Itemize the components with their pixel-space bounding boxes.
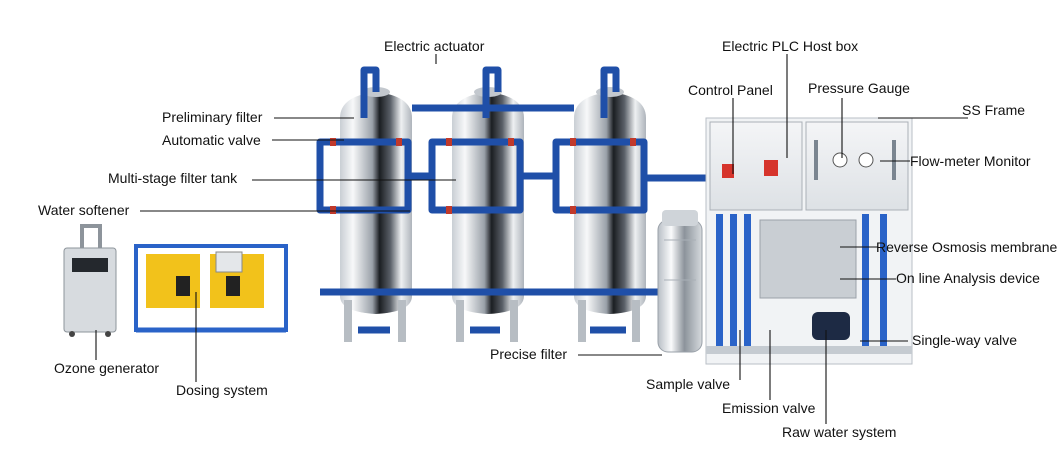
label-pressure-gauge: Pressure Gauge (808, 80, 910, 96)
label-control-panel: Control Panel (688, 82, 773, 98)
pipe-valves (330, 138, 636, 214)
label-flow-meter-monitor: Flow-meter Monitor (910, 153, 1031, 169)
label-raw-water-system: Raw water system (782, 424, 897, 440)
label-automatic-valve: Automatic valve (162, 132, 261, 148)
ro-machine (705, 117, 913, 365)
label-electric-actuator: Electric actuator (384, 38, 485, 54)
label-dosing-system: Dosing system (176, 382, 268, 398)
label-electric-plc-host-box: Electric PLC Host box (722, 38, 859, 54)
pipework (316, 66, 706, 334)
label-precise-filter: Precise filter (490, 346, 568, 362)
label-sample-valve: Sample valve (646, 376, 731, 392)
label-multi-stage-filter-tank: Multi-stage filter tank (108, 170, 238, 186)
label-reverse-osmosis-membrane: Reverse Osmosis membrane (876, 239, 1058, 255)
dosing-system-unit (134, 244, 288, 333)
label-single-way-valve: Single-way valve (912, 332, 1018, 348)
label-online-analysis-device: On line Analysis device (896, 270, 1040, 286)
ozone-generator-unit (63, 224, 117, 337)
filter-tank-3 (574, 87, 646, 342)
label-ss-frame: SS Frame (962, 102, 1026, 118)
label-water-softener: Water softener (38, 202, 130, 218)
filter-tank-2 (452, 87, 524, 342)
filter-tank-1 (340, 87, 412, 342)
label-ozone-generator: Ozone generator (54, 360, 160, 376)
label-emission-valve: Emission valve (722, 400, 816, 416)
precise-filter-vessel (657, 210, 703, 353)
leader-lines (95, 54, 968, 424)
label-preliminary-filter: Preliminary filter (162, 109, 263, 125)
